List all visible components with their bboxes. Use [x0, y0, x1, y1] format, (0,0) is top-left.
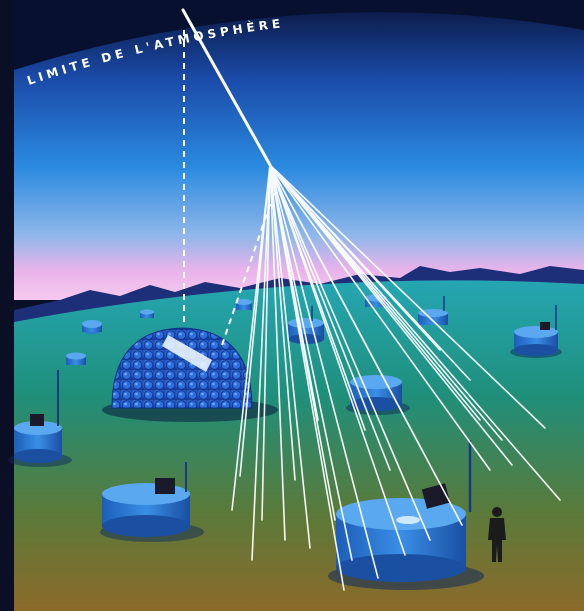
detector-tank: [418, 296, 448, 325]
detector-tank: [346, 375, 410, 415]
detector-tank: [66, 352, 86, 365]
fluorescence-detector-dome: [102, 327, 278, 422]
atmosphere-limit-arc: [14, 0, 584, 70]
human-figure: [488, 507, 506, 562]
detector-tank: [510, 305, 562, 358]
detector-tank: [236, 299, 252, 310]
sight-lines: [183, 30, 276, 346]
cosmic-ray-primary: [181, 8, 272, 167]
air-shower: [181, 8, 561, 591]
detector-tank: [140, 309, 154, 318]
detector-tank: [100, 462, 204, 542]
sky: [14, 4, 584, 300]
detector-tank: [8, 370, 72, 467]
detector-tank: [82, 320, 102, 334]
